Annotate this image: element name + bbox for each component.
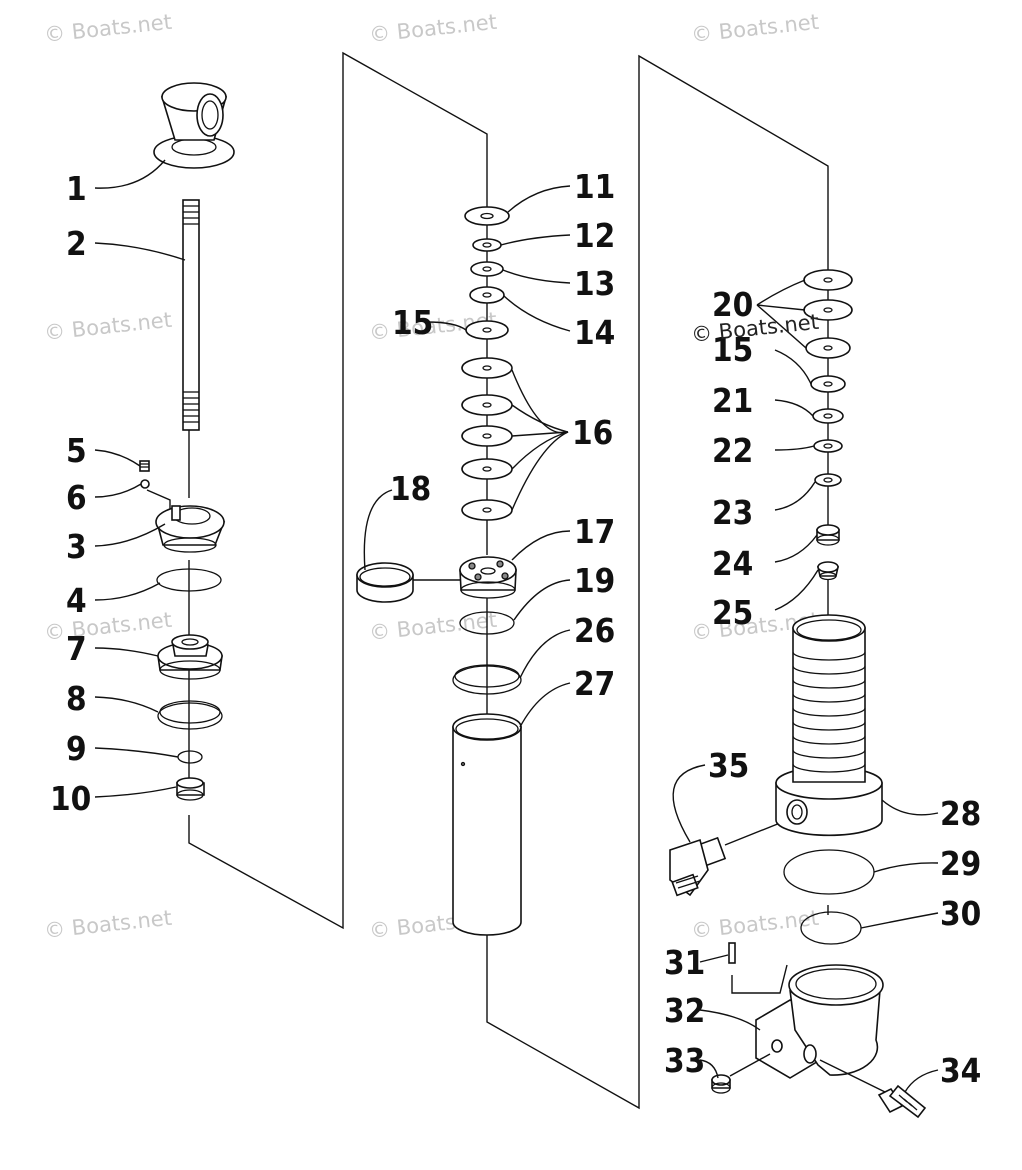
part-17-piston [459,556,517,599]
part-15-shim [465,320,509,340]
part-9-small-ring [177,750,203,764]
part-14-shim [469,286,505,304]
right-assembly [669,269,927,1119]
watermark: © Boats.net [368,608,498,645]
part-10-spacer [176,777,205,801]
part-18-band [356,562,414,603]
callout-labels: 1 2 5 6 3 4 7 8 9 10 11 12 13 14 15 16 1… [50,167,981,1090]
callout-6: 6 [66,478,87,517]
part-19-o-ring [459,611,515,635]
part-12-shim [472,238,502,252]
part-25-bumper [817,561,839,581]
part-16-shim-stack [461,357,513,521]
callout-18: 18 [390,469,431,508]
callout-15-left: 15 [392,303,433,342]
callout-9: 9 [66,729,87,768]
left-assembly [139,82,235,801]
part-21-shim [812,408,844,424]
part-13-shim [470,261,504,277]
callout-19: 19 [574,561,615,600]
callout-12: 12 [574,216,615,255]
middle-panel-frame [486,54,829,1110]
callout-29: 29 [940,844,981,883]
watermark: © Boats.net [690,906,820,943]
part-24-nut [816,524,840,546]
callout-33: 33 [664,1041,705,1080]
part-35-elbow-fitting [669,836,727,897]
callout-17: 17 [574,512,615,551]
part-2-shaft [182,199,200,431]
watermark: © Boats.net [43,308,173,345]
callout-31: 31 [664,943,705,982]
callout-24: 24 [712,544,753,583]
part-26-ring [452,664,522,695]
callout-35: 35 [708,746,749,785]
part-34-fitting [877,1084,927,1119]
part-11-washer [464,206,510,226]
callout-25: 25 [712,593,753,632]
callout-3: 3 [66,527,87,566]
part-8-seal-ring [157,700,223,730]
callout-15-right: 15 [712,330,753,369]
watermark: © Boats.net [690,10,820,47]
callout-8: 8 [66,679,87,718]
left-panel-frame [188,51,488,930]
callout-21: 21 [712,381,753,420]
callout-4: 4 [66,581,87,620]
part-5-set-screw [139,460,150,472]
callout-22: 22 [712,431,753,470]
part-27-cylinder [452,713,522,936]
part-20-shims [803,269,853,359]
callout-5: 5 [66,431,87,470]
part-29-o-ring [783,849,875,895]
part-31-pin [728,942,788,994]
callout-16: 16 [572,413,613,452]
panel-frames [188,51,829,1110]
part-23-washer [814,473,842,487]
callout-34: 34 [940,1051,981,1090]
part-7-piston [157,634,223,680]
part-33-plug [711,1074,731,1094]
callout-7: 7 [66,629,87,668]
watermark: © Boats.net [43,10,173,47]
callout-1: 1 [66,169,87,208]
leader-lines [94,159,939,1093]
middle-assembly [356,206,522,936]
part-22-shim [813,439,843,453]
callout-14: 14 [574,313,615,352]
callout-10: 10 [50,779,91,818]
part-28-reservoir-body [775,614,883,837]
callout-2: 2 [66,224,87,263]
callout-23: 23 [712,493,753,532]
watermark: © Boats.net [368,10,498,47]
watermark: © Boats.net [43,906,173,943]
callout-11: 11 [574,167,615,206]
callout-27: 27 [574,664,615,703]
part-32-end-cap [729,964,886,1093]
part-4-o-ring [156,568,222,592]
part-3-bearing-head [155,505,226,553]
callout-28: 28 [940,794,981,833]
part-15-shim-right [810,375,846,393]
callout-26: 26 [574,611,615,650]
part-1-eye-mount [153,82,235,169]
callout-20: 20 [712,285,753,324]
watermark: © Boats.net [43,608,173,645]
watermark-overlay: © Boats.net [690,310,820,347]
callout-13: 13 [574,264,615,303]
callout-30: 30 [940,894,981,933]
callout-32: 32 [664,991,705,1030]
